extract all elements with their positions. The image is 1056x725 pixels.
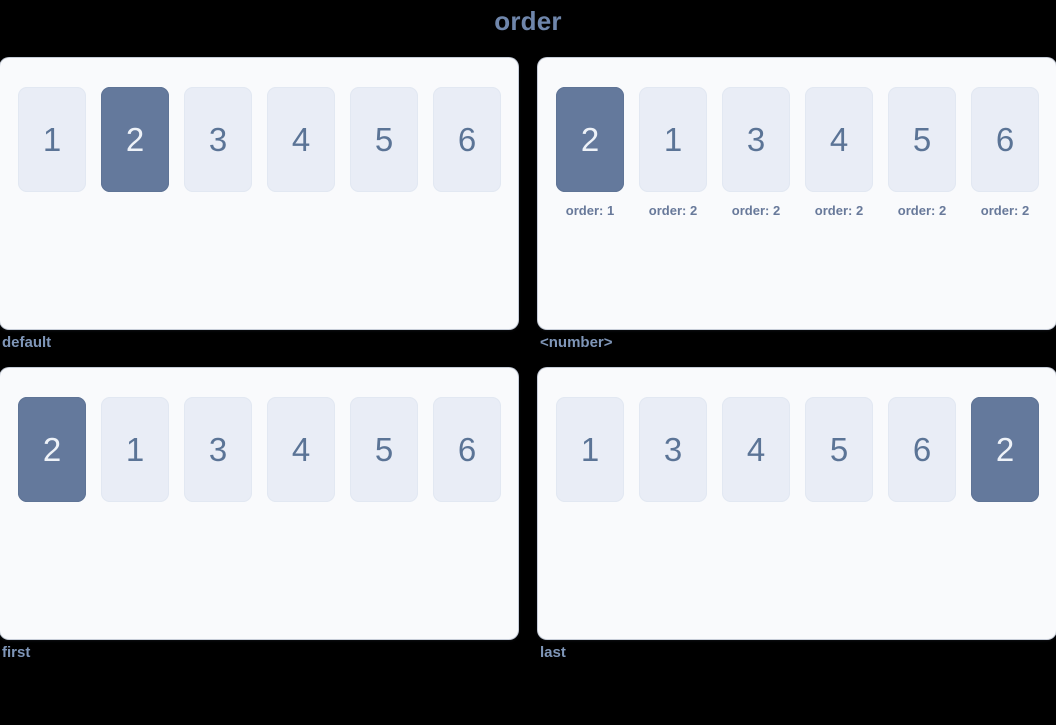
order-box[interactable]: 4 [722,397,790,502]
order-value-label: order: 1 [565,203,615,218]
order-item: 3 [184,397,252,502]
order-item: 6 [433,397,501,502]
order-box-highlighted[interactable]: 2 [556,87,624,192]
order-box[interactable]: 5 [350,397,418,502]
order-item: 2 [971,397,1039,502]
order-box[interactable]: 4 [805,87,873,192]
order-box[interactable]: 1 [639,87,707,192]
order-value-label: order: 2 [897,203,947,218]
order-item: 5 [350,397,418,502]
order-box[interactable]: 5 [805,397,873,502]
demo-cell-number: 2 order: 1 1 order: 2 3 order: 2 4 order: 2 5 ord… [538,58,1056,352]
order-item: 3 [639,397,707,502]
order-item: 2 [18,397,86,502]
order-box[interactable]: 6 [971,87,1039,192]
order-item: 5 order: 2 [888,87,956,219]
order-item: 5 [350,87,418,192]
order-item: 2 order: 1 [556,87,624,219]
order-item: 1 [556,397,624,502]
panel-number: 2 order: 1 1 order: 2 3 order: 2 4 order: 2 5 ord… [538,58,1056,329]
order-item: 4 [722,397,790,502]
panel-caption-first: first [2,644,31,661]
box-row-number: 2 order: 1 1 order: 2 3 order: 2 4 order: 2 5 ord… [538,58,1056,219]
order-box[interactable]: 3 [722,87,790,192]
order-box-highlighted[interactable]: 2 [18,397,86,502]
order-item: 6 [433,87,501,192]
panel-caption-number: <number> [540,334,613,351]
order-box[interactable]: 1 [18,87,86,192]
order-box[interactable]: 5 [350,87,418,192]
order-box[interactable]: 3 [639,397,707,502]
order-value-label: order: 2 [814,203,864,218]
order-item: 4 [267,397,335,502]
order-item: 6 [888,397,956,502]
order-item: 6 order: 2 [971,87,1039,219]
panel-caption-last: last [540,644,566,661]
order-box[interactable]: 4 [267,87,335,192]
order-item: 2 [101,87,169,192]
order-value-label: order: 2 [731,203,781,218]
order-box-highlighted[interactable]: 2 [971,397,1039,502]
order-box[interactable]: 6 [433,87,501,192]
order-box[interactable]: 6 [433,397,501,502]
panel-caption-default: default [2,334,52,351]
order-item: 3 [184,87,252,192]
order-box[interactable]: 3 [184,397,252,502]
page-title: order [494,6,562,36]
order-box[interactable]: 1 [101,397,169,502]
order-item: 1 [18,87,86,192]
order-item: 3 order: 2 [722,87,790,219]
order-box[interactable]: 4 [267,397,335,502]
order-item: 1 order: 2 [639,87,707,219]
order-box[interactable]: 1 [556,397,624,502]
order-value-label: order: 2 [648,203,698,218]
order-item: 4 [267,87,335,192]
order-box[interactable]: 5 [888,87,956,192]
order-item: 1 [101,397,169,502]
order-box-highlighted[interactable]: 2 [101,87,169,192]
order-box[interactable]: 3 [184,87,252,192]
order-box[interactable]: 6 [888,397,956,502]
order-item: 4 order: 2 [805,87,873,219]
order-item: 5 [805,397,873,502]
order-value-label: order: 2 [980,203,1030,218]
